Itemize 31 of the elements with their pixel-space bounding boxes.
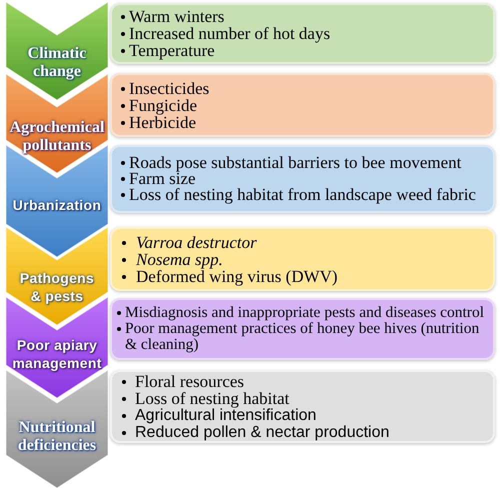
category-banner [6, 370, 108, 488]
list-item-text: Floral resources [135, 372, 244, 390]
bullet-list-panel [110, 298, 495, 360]
category-label: Poor apiary management [11, 336, 103, 372]
list-item-text: Herbicide [129, 114, 196, 130]
list-item-text: Warm winters [129, 8, 224, 25]
category-label: Pathogens & pests [18, 269, 96, 305]
category-label: Nutritional deficiencies [16, 419, 98, 455]
list-item-text: Varroa destructor [136, 234, 257, 250]
category-label: Climatic change [26, 45, 88, 81]
category-label: Agrochemical pollutants [8, 119, 106, 155]
list-item-text: Deformed wing virus (DWV) [136, 268, 338, 284]
list-item-text: Poor management practices of honey bee hives (nutrition & cleaning) [125, 321, 480, 353]
list-item-text: Increased number of hot days [129, 25, 330, 42]
bullet-list-panel [110, 227, 495, 291]
list-item-text: Temperature [129, 42, 215, 59]
list-item-text: Nosema spp. [136, 250, 223, 268]
list-item-text: Loss of nesting habitat from landscape weed fabric [129, 187, 476, 203]
list-item-text: Reduced pollen & nectar production [135, 424, 390, 440]
list-item-text: Insecticides [129, 80, 210, 96]
bullet-list-panel [110, 73, 495, 137]
list-item-text: Misdiagnosis and inappropriate pests and diseases control [125, 305, 484, 321]
list-item-text: Fungicide [129, 96, 197, 114]
list-item-text: Agricultural intensification [135, 406, 316, 424]
bullet-list-panel [110, 370, 495, 443]
list-item-text: Loss of nesting habitat [135, 390, 290, 406]
category-label: Urbanization [12, 197, 102, 214]
bullet-list-panel [110, 3, 495, 64]
bullet-list-panel [110, 145, 495, 213]
list-item-text: Farm size [129, 171, 196, 187]
list-item-text: Roads pose substantial barriers to bee movement [129, 155, 462, 171]
